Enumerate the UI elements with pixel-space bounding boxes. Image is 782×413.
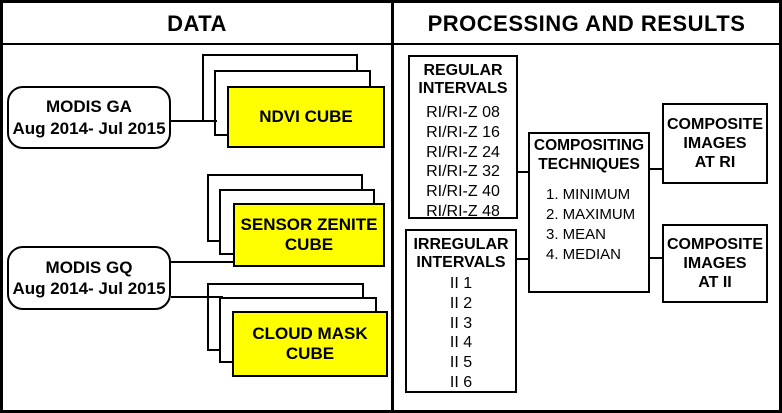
compositing-techniques-list: 1. MINIMUM 2. MAXIMUM 3. MEAN 4. MEDIAN xyxy=(530,174,648,265)
interval-item: II 3 xyxy=(449,314,473,332)
cloud-mask-cube-label: CLOUD MASK CUBE xyxy=(252,323,368,363)
modis-gq-box: MODIS GQ Aug 2014- Jul 2015 xyxy=(7,246,171,310)
ndvi-cube-box: NDVI CUBE xyxy=(227,86,385,148)
interval-item: RI/RI-Z 32 xyxy=(426,163,500,181)
connector-gq-cloud xyxy=(171,296,223,298)
panel-divider-line xyxy=(391,3,394,410)
regular-intervals-box: REGULAR INTERVALS RI/RI-Z 08 RI/RI-Z 16 … xyxy=(408,55,518,222)
interval-item: RI/RI-Z 24 xyxy=(426,143,500,161)
connector-gq-sensor xyxy=(171,261,234,263)
connector-compositing-ri xyxy=(648,168,662,170)
interval-item: II 1 xyxy=(449,275,473,292)
technique-item: 1. MINIMUM xyxy=(546,186,631,203)
data-panel-header: DATA xyxy=(167,10,227,36)
sensor-zenite-cube-label: SENSOR ZENITE CUBE xyxy=(240,214,378,254)
interval-item: II 6 xyxy=(449,373,473,391)
compositing-techniques-title: COMPOSITING TECHNIQUES xyxy=(533,137,645,173)
sensor-zenite-cube-box: SENSOR ZENITE CUBE xyxy=(233,203,385,267)
interval-item: RI/RI-Z 40 xyxy=(426,183,500,201)
technique-item: 3. MEAN xyxy=(546,226,607,243)
cloud-mask-cube-box: CLOUD MASK CUBE xyxy=(232,311,388,377)
connector-compositing-ii xyxy=(648,257,662,259)
interval-item: II 4 xyxy=(449,334,473,352)
technique-item: 2. MAXIMUM xyxy=(546,206,636,223)
irregular-intervals-title: IRREGULAR INTERVALS xyxy=(413,236,509,271)
interval-item: RI/RI-Z 48 xyxy=(426,202,500,220)
compositing-techniques-box: COMPOSITING TECHNIQUES 1. MINIMUM 2. MAX… xyxy=(528,132,650,293)
interval-item: II 2 xyxy=(449,294,473,312)
processing-panel-header: PROCESSING AND RESULTS xyxy=(427,10,746,36)
interval-item: II 5 xyxy=(449,354,473,372)
connector-regular-compositing xyxy=(516,171,528,173)
irregular-intervals-list: II 1 II 2 II 3 II 4 II 5 II 6 xyxy=(407,272,515,393)
connector-ga-ndvi xyxy=(170,120,217,122)
ndvi-cube-label: NDVI CUBE xyxy=(259,106,353,126)
interval-item: RI/RI-Z 08 xyxy=(426,104,500,121)
technique-item: 4. MEDIAN xyxy=(546,246,622,263)
regular-intervals-title: REGULAR INTERVALS xyxy=(418,62,508,97)
modis-ga-box: MODIS GA Aug 2014- Jul 2015 xyxy=(7,86,171,149)
interval-item: RI/RI-Z 16 xyxy=(426,123,500,141)
composite-images-ri-box: COMPOSITE IMAGES AT RI xyxy=(662,103,768,184)
irregular-intervals-box: IRREGULAR INTERVALS II 1 II 2 II 3 II 4 … xyxy=(405,229,517,393)
composite-images-ii-box: COMPOSITE IMAGES AT II xyxy=(662,224,768,303)
regular-intervals-list: RI/RI-Z 08 RI/RI-Z 16 RI/RI-Z 24 RI/RI-Z… xyxy=(410,98,516,222)
connector-irregular-compositing xyxy=(515,258,528,260)
